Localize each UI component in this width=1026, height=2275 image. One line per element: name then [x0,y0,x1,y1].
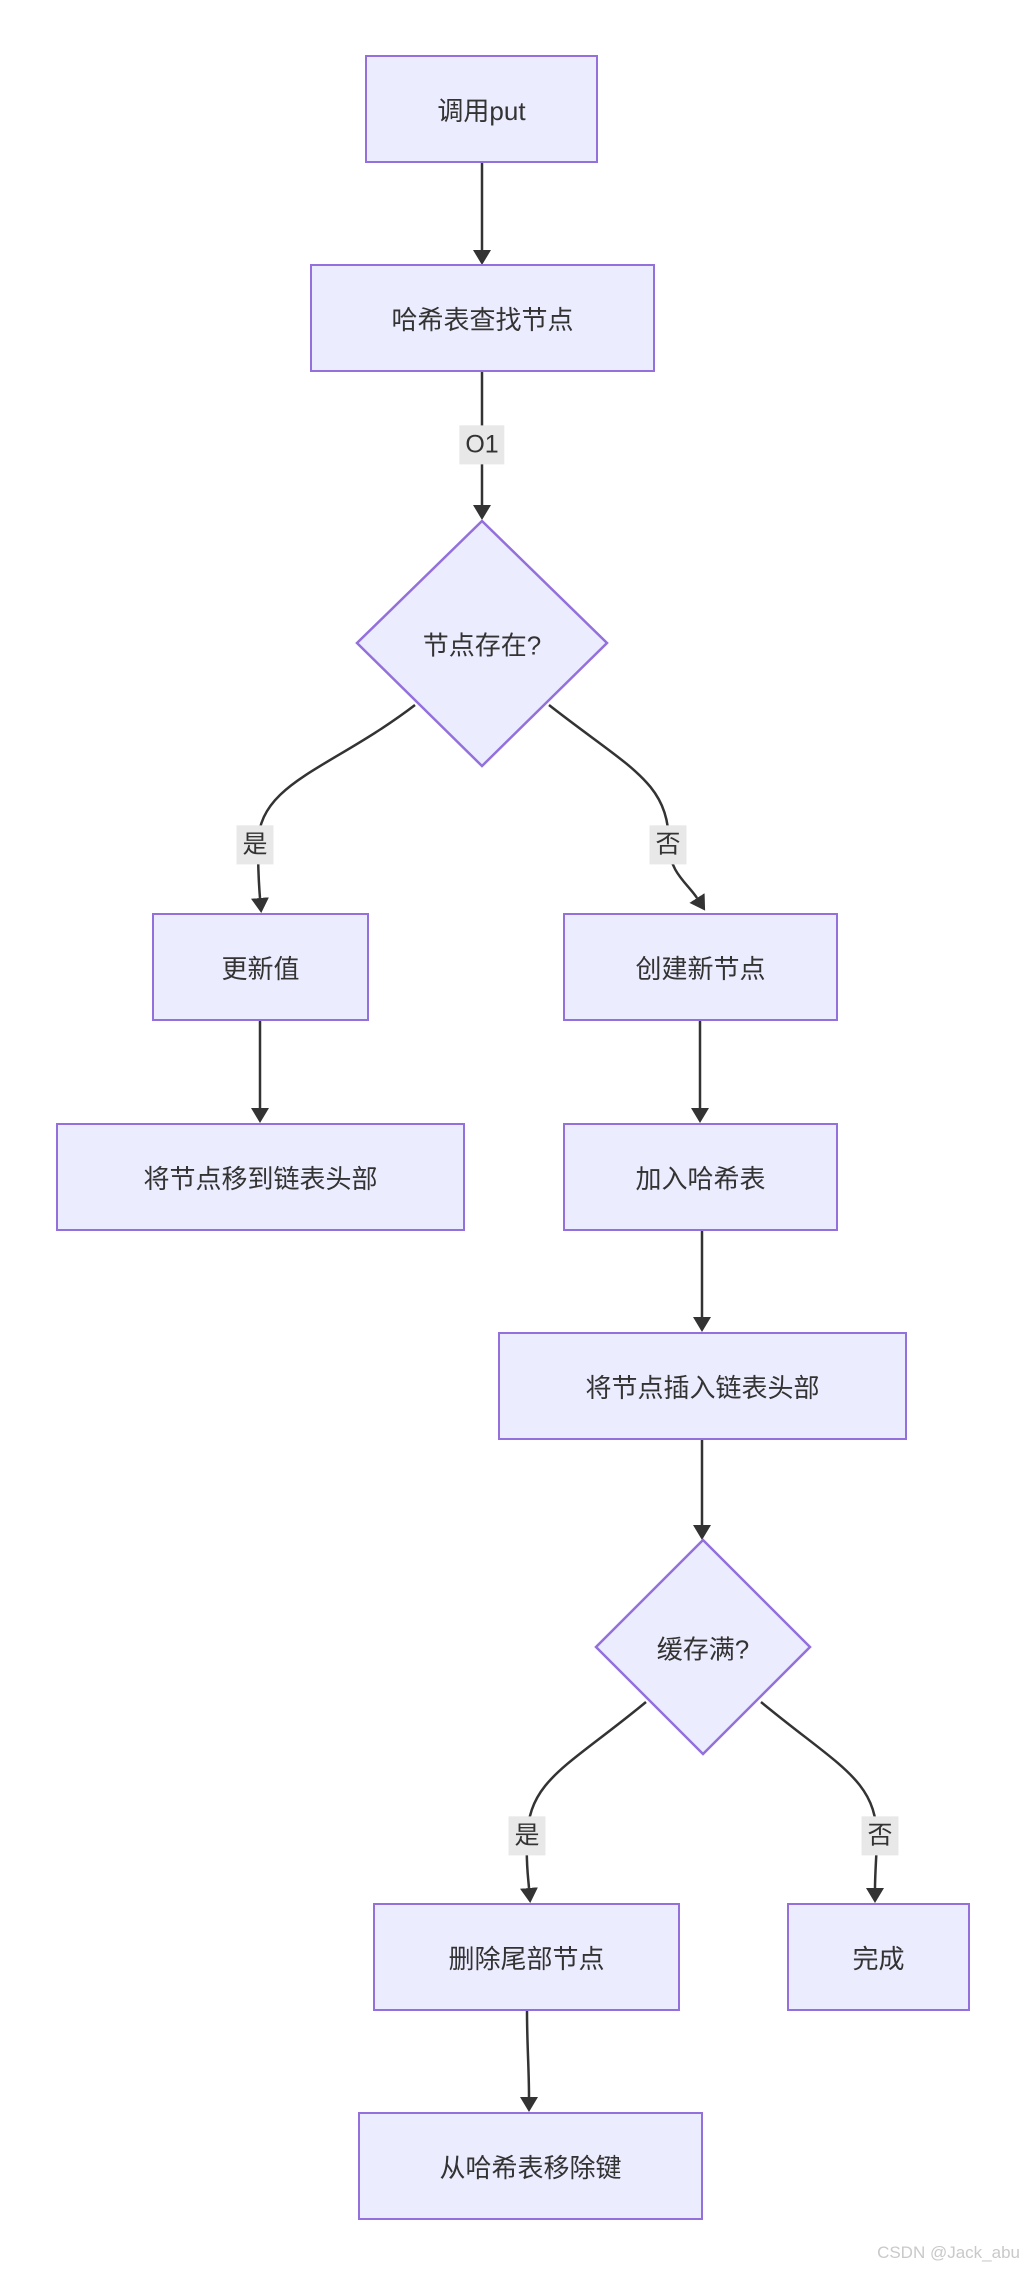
edge-label-yes-1: 是 [236,825,274,865]
node-label: 调用put [437,95,526,126]
node-hash-lookup: 哈希表查找节点 [310,264,655,372]
edge-cachefull-no-to-done [760,1701,884,1903]
edge-label-o1: O1 [459,425,505,465]
node-label: 从哈希表移除键 [439,2152,622,2183]
node-update-value: 更新值 [152,913,369,1021]
node-remove-tail: 删除尾部节点 [373,1903,680,2011]
decision-node-exists-shape [355,519,609,768]
node-label: 加入哈希表 [635,1163,766,1194]
node-label: 完成 [852,1943,905,1974]
watermark: CSDN @Jack_abu [877,2243,1020,2262]
node-label: 更新值 [221,953,300,984]
node-remove-key: 从哈希表移除键 [358,2112,703,2220]
node-move-to-head: 将节点移到链表头部 [56,1123,465,1231]
edge-cachefull-yes-to-removetail [520,1701,647,1903]
edge-removetail-to-removekey [520,2010,538,2112]
node-label: 哈希表查找节点 [391,304,574,335]
edge-exists-no-to-create [548,704,706,911]
edge-label-yes-2: 是 [508,1816,546,1856]
edge-label-no-2: 否 [861,1816,899,1856]
node-label: 删除尾部节点 [448,1943,605,1974]
node-create-node: 创建新节点 [563,913,838,1021]
node-done: 完成 [787,1903,970,2011]
node-add-to-hash: 加入哈希表 [563,1123,838,1231]
decision-cache-full-label: 缓存满? [656,1634,750,1665]
node-label: 将节点移到链表头部 [143,1163,378,1194]
node-call-put: 调用put [365,55,598,163]
edge-exists-yes-to-update [251,704,416,913]
node-label: 将节点插入链表头部 [585,1372,820,1403]
node-label: 创建新节点 [635,953,766,984]
decision-node-exists-label: 节点存在? [422,630,542,661]
edge-label-no-1: 否 [649,825,687,865]
node-insert-head: 将节点插入链表头部 [498,1332,907,1440]
decision-cache-full-shape [594,1538,812,1756]
